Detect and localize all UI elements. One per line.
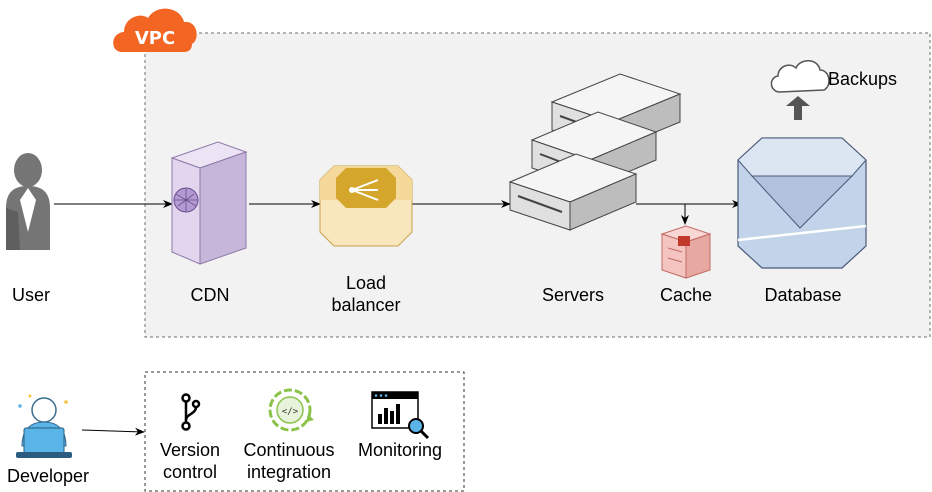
load-balancer-label-line1: Load bbox=[345, 273, 387, 293]
database-icon bbox=[737, 137, 867, 269]
user-label: User bbox=[11, 285, 50, 305]
database-label: Database bbox=[764, 285, 842, 305]
monitoring-label: Monitoring bbox=[357, 440, 443, 460]
monitoring-icon bbox=[371, 391, 430, 440]
load-balancer-icon bbox=[319, 165, 413, 247]
cache-label: Cache bbox=[659, 285, 713, 305]
backups-label: Backups bbox=[828, 69, 898, 89]
vpc-label: VPC bbox=[135, 28, 175, 49]
servers-label: Servers bbox=[541, 285, 604, 305]
version-control-label-line1: Version bbox=[159, 440, 221, 460]
version-control-label-line2: control bbox=[162, 462, 218, 482]
load-balancer-label-line2: balancer bbox=[331, 295, 401, 315]
version-control-icon bbox=[181, 393, 201, 431]
developer-label: Developer bbox=[6, 466, 90, 486]
servers-icon bbox=[508, 73, 682, 231]
user-icon bbox=[6, 153, 50, 250]
developer-icon bbox=[16, 394, 72, 458]
load-balancer-label: Load balancer bbox=[316, 272, 416, 316]
continuous-integration-label: Continuous integration bbox=[234, 439, 344, 483]
cdn-label: CDN bbox=[190, 285, 230, 305]
cdn-icon bbox=[170, 141, 248, 265]
continuous-integration-label-line1: Continuous bbox=[243, 440, 335, 460]
version-control-label: Version control bbox=[150, 439, 230, 483]
arrow-developer-to-tools bbox=[81, 427, 145, 436]
cache-icon bbox=[660, 225, 712, 279]
vpc-cloud-badge: VPC bbox=[113, 8, 197, 52]
continuous-integration-icon: </> bbox=[268, 388, 314, 432]
server-unit-front bbox=[508, 153, 638, 231]
cloud-upload-icon bbox=[770, 60, 830, 120]
continuous-integration-label-line2: integration bbox=[246, 462, 332, 482]
svg-text:</>: </> bbox=[282, 407, 299, 417]
